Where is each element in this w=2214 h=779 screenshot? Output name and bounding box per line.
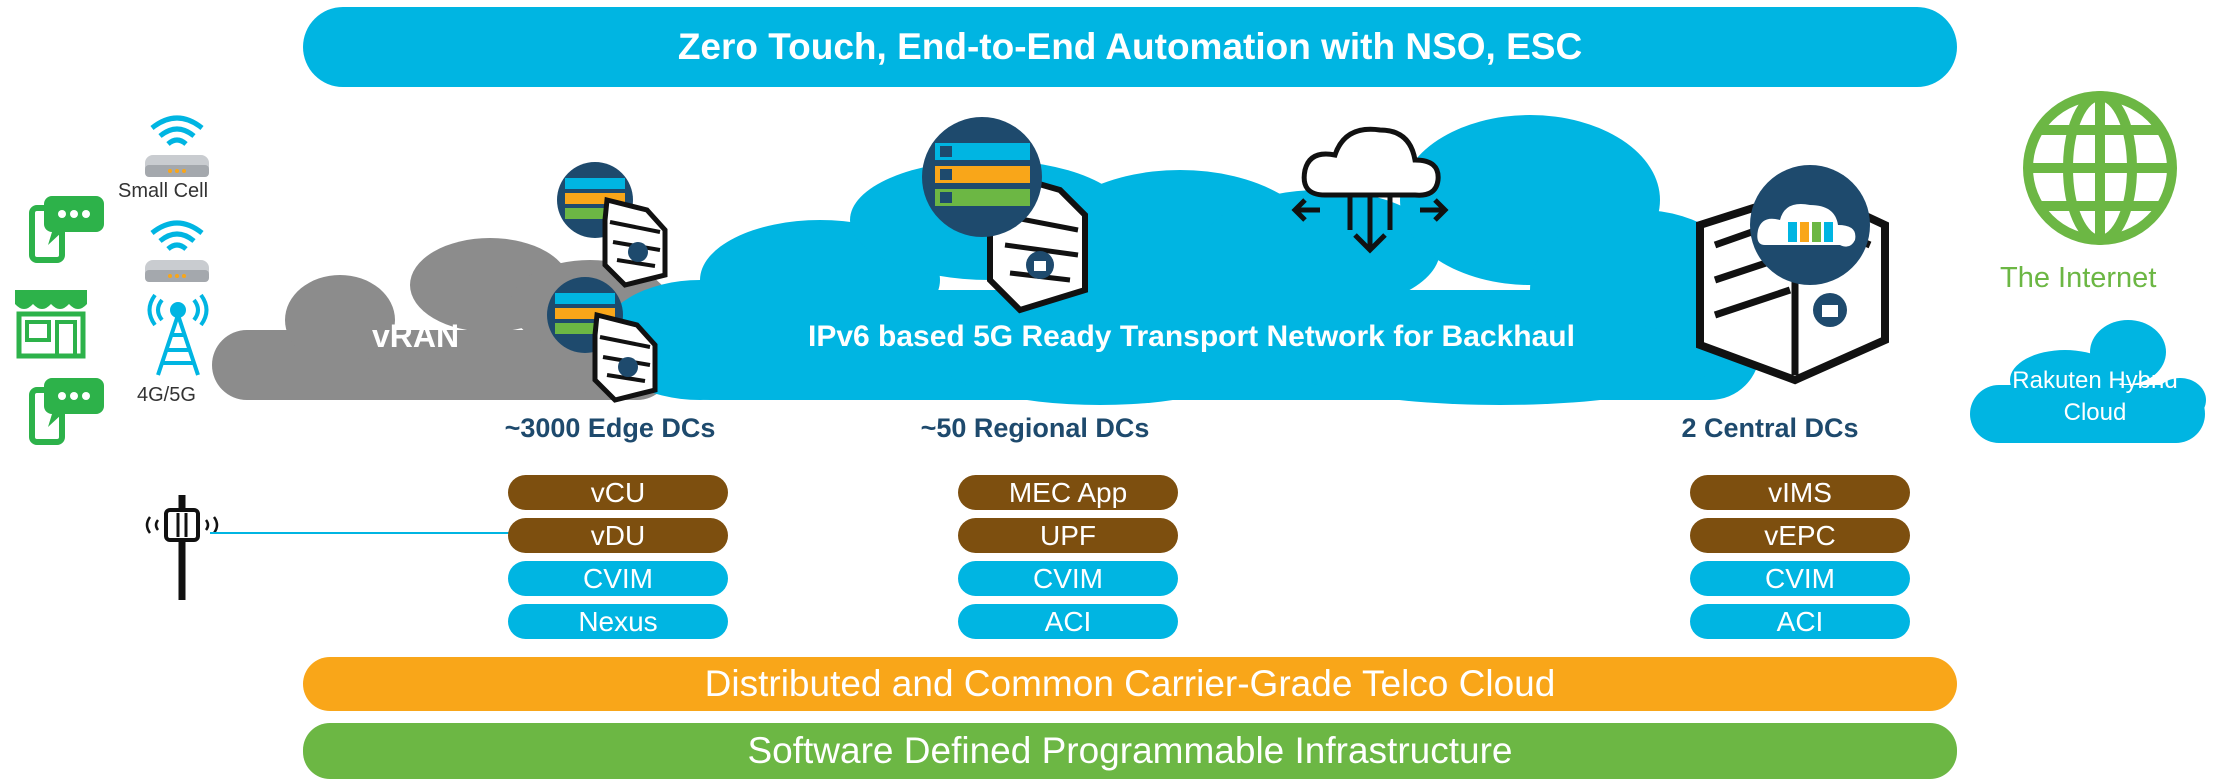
hybrid-cloud-line2: Cloud: [2063, 399, 2127, 426]
phone-icon: [29, 196, 104, 263]
central-stack-item: vEPC: [1690, 518, 1910, 553]
hybrid-cloud: [1970, 320, 2206, 443]
regional-stack-item: CVIM: [958, 561, 1178, 596]
regional-stack-item: UPF: [958, 518, 1178, 553]
cloud-exchange-icon: [1291, 126, 1449, 254]
infrastructure-banner: Software Defined Programmable Infrastruc…: [303, 723, 1957, 779]
hybrid-cloud-label: Rakuten Hybrid Cloud: [1960, 365, 2214, 429]
edge-stack-item: Nexus: [508, 604, 728, 639]
edge-dc-icon-2: [547, 277, 658, 403]
hybrid-cloud-line1: Rakuten Hybrid: [2012, 367, 2178, 394]
central-stack-item: ACI: [1690, 604, 1910, 639]
transport-network-label: IPv6 based 5G Ready Transport Network fo…: [808, 320, 1575, 353]
small-cell-label: Small Cell: [118, 180, 209, 202]
antenna-pole-icon: [145, 495, 219, 600]
small-cell-icon-2: [145, 220, 209, 282]
central-dc-icon: [1696, 165, 1889, 385]
edge-stack-item: vDU: [508, 518, 728, 553]
cell-tower-icon: [147, 293, 209, 376]
edge-dc-icon: [557, 162, 668, 288]
transport-cloud: [600, 115, 1760, 405]
edge-stack-item: CVIM: [508, 561, 728, 596]
telco-cloud-banner: Distributed and Common Carrier-Grade Tel…: [303, 657, 1957, 711]
regional-stack-item: MEC App: [958, 475, 1178, 510]
central-stack-item: vIMS: [1690, 475, 1910, 510]
regional-dc-title: ~50 Regional DCs: [920, 413, 1150, 443]
edge-stack-item: vCU: [508, 475, 728, 510]
central-dc-title: 2 Central DCs: [1681, 413, 1859, 443]
storefront-icon: [15, 290, 87, 359]
regional-stack-item: ACI: [958, 604, 1178, 639]
central-stack-item: CVIM: [1690, 561, 1910, 596]
automation-banner: Zero Touch, End-to-End Automation with N…: [303, 7, 1957, 87]
globe-icon: [2023, 91, 2177, 245]
small-cell-icon: [145, 115, 209, 177]
regional-dc-icon: [922, 117, 1088, 314]
phone-icon-2: [29, 378, 104, 445]
edge-dc-title: ~3000 Edge DCs: [504, 413, 716, 443]
radio-label: 4G/5G: [137, 384, 196, 406]
internet-label: The Internet: [2000, 262, 2157, 294]
vran-label: vRAN: [372, 318, 460, 354]
